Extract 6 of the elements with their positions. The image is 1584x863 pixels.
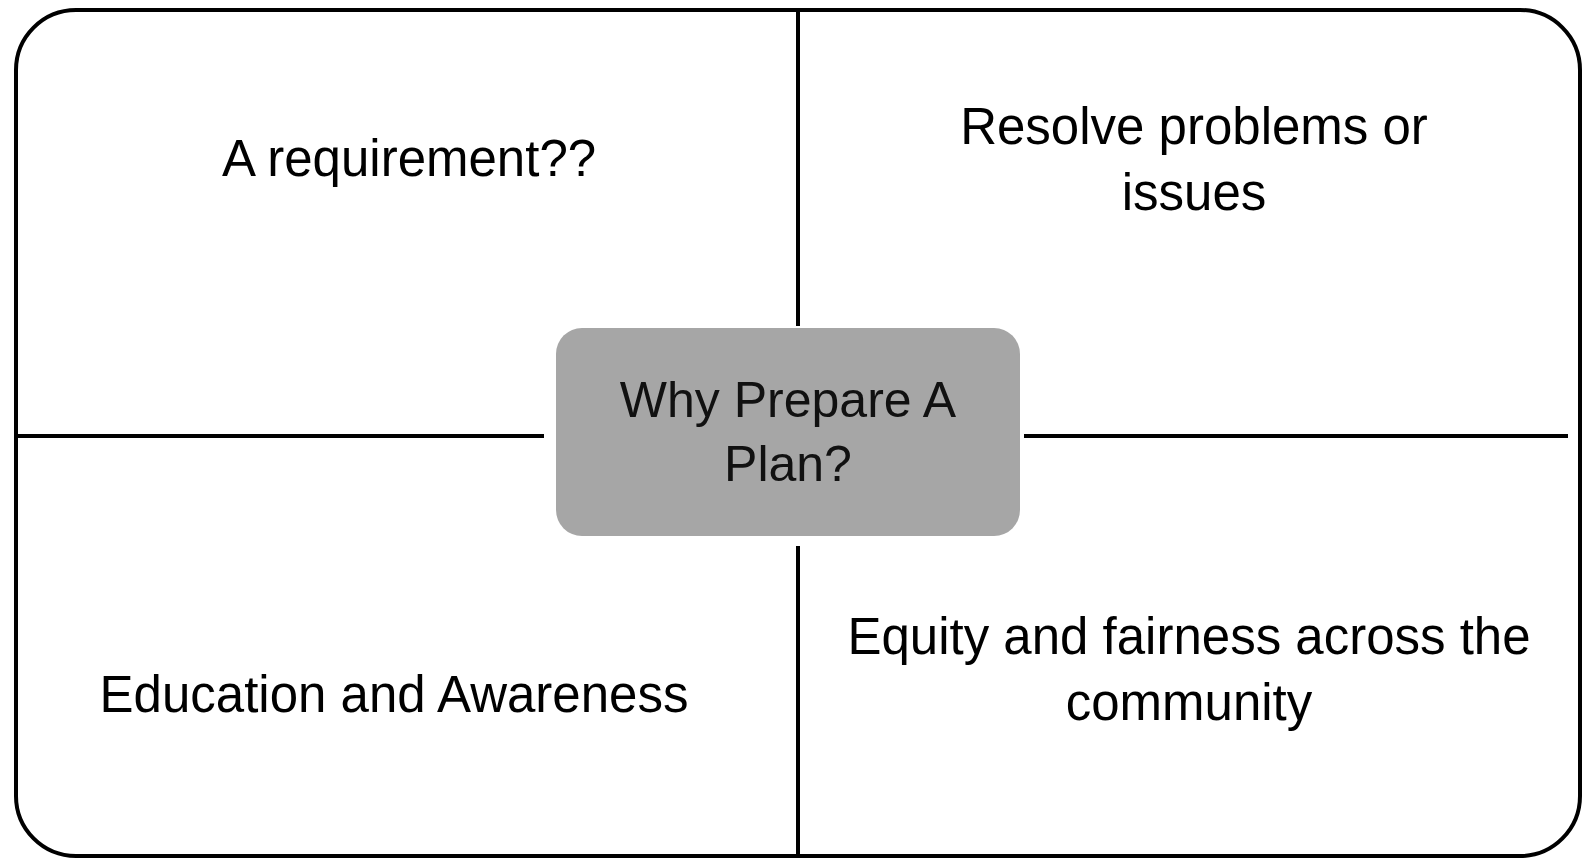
rounded-frame: [14, 8, 1582, 858]
quadrant-label: Education and Awareness: [24, 662, 764, 732]
quadrant-label: Resolve problems or issues: [904, 94, 1484, 234]
center-title-box: Why Prepare A Plan?: [556, 328, 1020, 536]
quadrant-label: Equity and fairness across the community: [844, 604, 1534, 744]
quadrant-label: A requirement??: [84, 126, 734, 196]
